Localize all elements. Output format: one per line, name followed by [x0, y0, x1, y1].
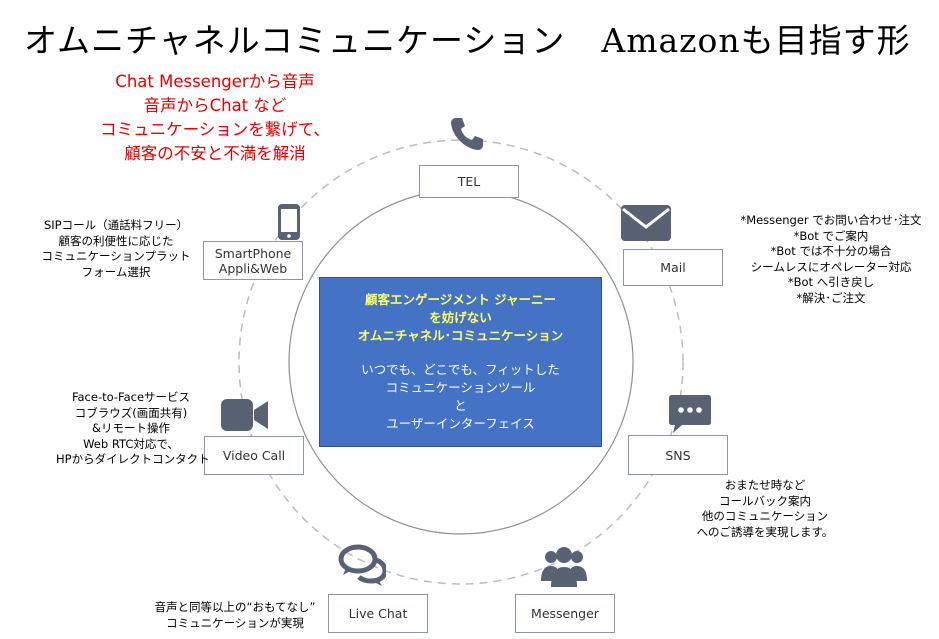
note-mail-line: *Bot では不十分の場合 — [770, 244, 892, 258]
note-livechat: 音声と同等以上の“おもてなし” コミュニケーションが実現 — [143, 600, 327, 631]
note-mail: *Messenger でお問い合わせ･注文 *Bot でご案内 *Bot では不… — [728, 213, 934, 306]
note-mail-line: *Bot でご案内 — [793, 228, 869, 243]
center-body-line: ユーザーインターフェイス — [386, 416, 535, 431]
center-box: 顧客エンゲージメント ジャーニー を妨げない オムニチャネル･コミュニケーション… — [319, 277, 602, 447]
note-videocall-line: Web RTC対応で、 — [83, 436, 179, 451]
channel-videocall-label: Video Call — [222, 448, 286, 463]
smartphone-icon — [277, 203, 301, 241]
title-main: オムニチャネルコミュニケーション — [24, 21, 566, 60]
note-smartphone-line: フォーム選択 — [81, 264, 151, 279]
center-heading-line: 顧客エンゲージメント ジャーニー — [365, 292, 556, 307]
center-body-line: いつでも、どこでも、フィットした — [361, 362, 560, 377]
outer-dashed-ring — [238, 139, 684, 585]
note-smartphone-line: コミュニケーションプラット — [41, 249, 191, 263]
channel-videocall-box: Video Call — [204, 436, 304, 475]
chat-bubble-icon — [668, 393, 712, 435]
note-sns-line: おまたせ時など — [724, 478, 806, 492]
channel-tel-label: TEL — [457, 174, 481, 189]
note-mail-line: *Messenger でお問い合わせ･注文 — [740, 213, 922, 227]
channel-livechat-label: Live Chat — [348, 606, 408, 621]
page-title: オムニチャネルコミュニケーション Amazonも目指す形 — [24, 14, 911, 62]
note-smartphone: SIPコール（通話料フリー） 顧客の利便性に応じた コミュニケーションプラット … — [36, 218, 196, 280]
note-livechat-line: 音声と同等以上の“おもてなし” — [154, 600, 316, 614]
phone-icon — [447, 114, 487, 154]
chat-bubbles-icon — [338, 544, 386, 588]
channel-smartphone-box: SmartPhone Appli&Web — [203, 241, 303, 280]
note-mail-line: *解決･ご注文 — [796, 290, 866, 305]
note-livechat-line: コミュニケーションが実現 — [166, 615, 304, 630]
channel-sns-box: SNS — [628, 435, 728, 475]
red-note-line: コミュニケーションを繋げて、 — [100, 120, 330, 139]
note-sns: おまたせ時など コールバック案内 他のコミュニケーション へのご誘導を実現します… — [680, 478, 850, 540]
title-sub: Amazonも目指す形 — [601, 21, 911, 60]
center-body-line: コミュニケーションツール — [385, 380, 536, 395]
center-heading-line: を妨げない — [429, 310, 492, 325]
note-mail-line: *Bot へ引き戻し — [787, 275, 875, 289]
group-icon — [541, 543, 587, 589]
channel-mail-box: Mail — [623, 249, 723, 286]
note-sns-line: 他のコミュニケーション — [701, 509, 829, 523]
note-videocall-line: HPからダイレクトコンタクト — [56, 452, 210, 466]
note-videocall-line: Face-to-Faceサービス — [71, 390, 191, 404]
red-note-line: 顧客の不安と不満を解消 — [124, 144, 306, 163]
note-smartphone-line: SIPコール（通話料フリー） — [43, 218, 189, 232]
center-body: いつでも、どこでも、フィットした コミュニケーションツール と ユーザーインター… — [320, 361, 601, 433]
channel-messenger-box: Messenger — [515, 594, 615, 633]
envelope-icon — [620, 203, 672, 243]
channel-livechat-box: Live Chat — [328, 594, 428, 633]
channel-sns-label: SNS — [665, 447, 691, 463]
note-sns-line: コールバック案内 — [719, 493, 811, 508]
channel-messenger-label: Messenger — [531, 606, 599, 621]
note-videocall-line: &リモート操作 — [92, 421, 170, 435]
note-mail-line: シームレスにオペレーター対応 — [750, 259, 912, 274]
note-videocall: Face-to-Faceサービス コブラウズ(画面共有) &リモート操作 Web… — [56, 390, 210, 468]
channel-smartphone-label: Appli&Web — [218, 260, 288, 276]
center-body-line: と — [454, 398, 467, 413]
channel-tel-box: TEL — [419, 165, 519, 198]
center-heading: 顧客エンゲージメント ジャーニー を妨げない オムニチャネル･コミュニケーション — [320, 291, 601, 345]
note-sns-line: へのご誘導を実現します。 — [696, 524, 834, 539]
center-heading-line: オムニチャネル･コミュニケーション — [357, 328, 564, 343]
channel-smartphone-label: SmartPhone — [214, 245, 292, 261]
red-note: Chat Messengerから音声 音声からChat など コミュニケーション… — [70, 70, 360, 166]
red-note-line: 音声からChat など — [143, 96, 287, 115]
note-videocall-line: コブラウズ(画面共有) — [74, 405, 188, 420]
video-camera-icon — [220, 397, 270, 433]
channel-mail-label: Mail — [660, 260, 686, 275]
note-smartphone-line: 顧客の利便性に応じた — [58, 233, 174, 248]
red-note-line: Chat Messengerから音声 — [115, 72, 315, 91]
